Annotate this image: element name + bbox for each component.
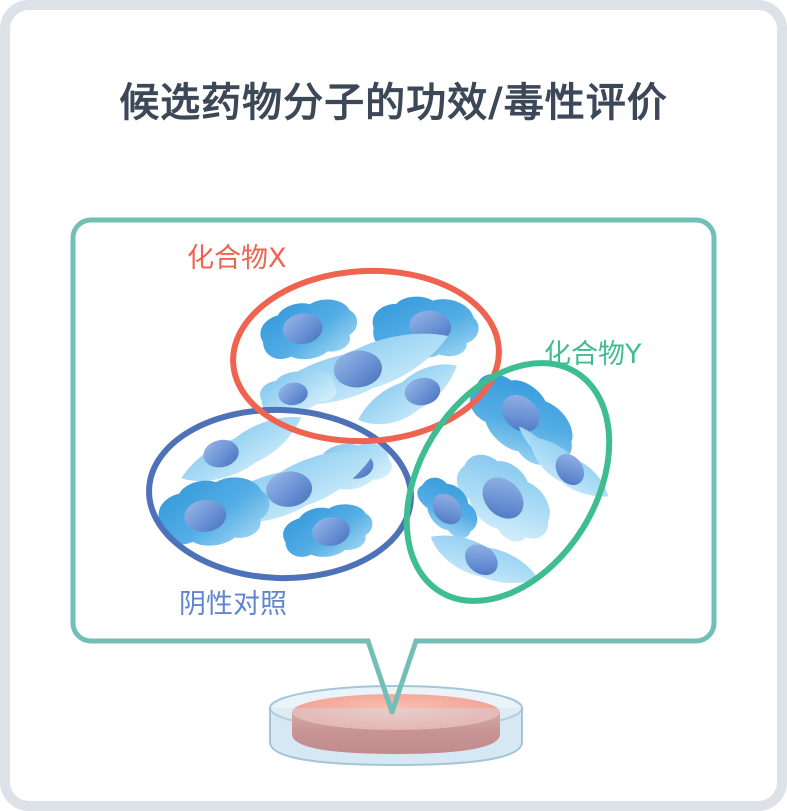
callout-pointer (365, 638, 419, 715)
petri-dish-glass-front (270, 708, 522, 765)
page-title: 候选药物分子的功效/毒性评价 (119, 80, 668, 126)
petri-dish (269, 685, 523, 767)
compound-y-label: 化合物Y (544, 339, 642, 370)
negative-control-label: 阴性对照 (179, 589, 287, 620)
callout-box (70, 217, 717, 644)
compound-x-label: 化合物X (187, 243, 287, 274)
petri-dish-medium (292, 694, 500, 730)
compound-x-ellipse (230, 267, 502, 445)
petri-dish-outline (269, 708, 523, 767)
compound-y-ellipse (403, 360, 613, 604)
pointer-gap (370, 635, 414, 647)
